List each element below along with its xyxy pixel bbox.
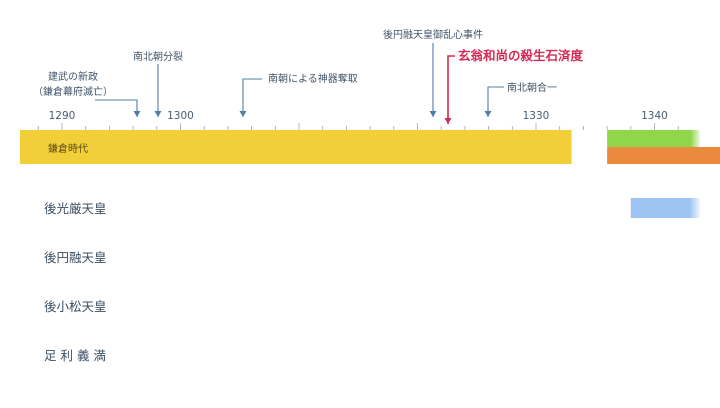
tick-label: 1340 xyxy=(641,110,668,122)
era-nanbokucho-band xyxy=(607,147,720,164)
event-split: 南北朝分裂 xyxy=(133,50,183,117)
event-leader-line xyxy=(487,86,504,117)
era-kamakura-band xyxy=(20,130,572,164)
era-muromachi-band xyxy=(607,130,700,147)
era-kamakura-label: 鎌倉時代 xyxy=(48,142,88,155)
event-arrowhead xyxy=(133,111,141,117)
event-kenmu: 建武の新政 （鎌倉幕府滅亡） xyxy=(33,70,141,117)
event-label: 建武の新政 xyxy=(48,70,98,83)
tick-label: 1330 xyxy=(523,110,550,122)
event-leader-line xyxy=(447,55,455,124)
ruler-row-1: 後円融天皇在位神器なしで即位 xyxy=(44,250,107,265)
event-arrowhead xyxy=(154,111,162,117)
event-arrowhead xyxy=(444,118,452,124)
ruler-name: 後小松天皇 xyxy=(44,299,107,314)
event-gennou: 玄翁和尚の殺生石済度 xyxy=(444,48,584,124)
tick-label: 1300 xyxy=(167,110,194,122)
event-label: 後円融天皇御乱心事件 xyxy=(383,28,483,41)
ruler-name: 後光厳天皇 xyxy=(44,201,107,216)
year-axis: 1290130013301340135013601370138013901400… xyxy=(37,110,679,130)
event-goenyu_incident: 後円融天皇御乱心事件 xyxy=(383,28,483,117)
event-arrowhead xyxy=(429,111,437,117)
era-bands: 鎌倉時代室町時代南北朝時代 xyxy=(20,130,720,164)
ruler-row-0: 後光厳天皇在位神器なしで即位 xyxy=(44,198,700,218)
event-label: （鎌倉幕府滅亡） xyxy=(33,85,113,98)
event-label: 南朝による神器奪取 xyxy=(268,72,358,85)
ruler-name: 後円融天皇 xyxy=(44,250,107,265)
ruler-row-3: 足 利 義 満将軍在職 xyxy=(44,348,106,363)
event-leader-line xyxy=(95,99,138,117)
event-arrowhead xyxy=(239,111,247,117)
event-label: 南北朝合一 xyxy=(507,81,557,94)
life-bar xyxy=(630,198,700,218)
tick-label: 1290 xyxy=(49,110,76,122)
event-reunify: 南北朝合一 xyxy=(484,81,557,117)
event-label: 玄翁和尚の殺生石済度 xyxy=(458,48,584,63)
ruler-row-2: 後小松天皇在位神器なしで即位神器返還 xyxy=(44,299,107,314)
event-arrowhead xyxy=(484,111,492,117)
event-label: 南北朝分裂 xyxy=(133,50,183,63)
event-seizure: 南朝による神器奪取 xyxy=(239,72,358,117)
ruler-name: 足 利 義 満 xyxy=(44,348,106,363)
event-leader-line xyxy=(242,78,262,117)
ruler-rows: 後光厳天皇在位神器なしで即位後円融天皇在位神器なしで即位後小松天皇在位神器なしで… xyxy=(44,198,700,363)
